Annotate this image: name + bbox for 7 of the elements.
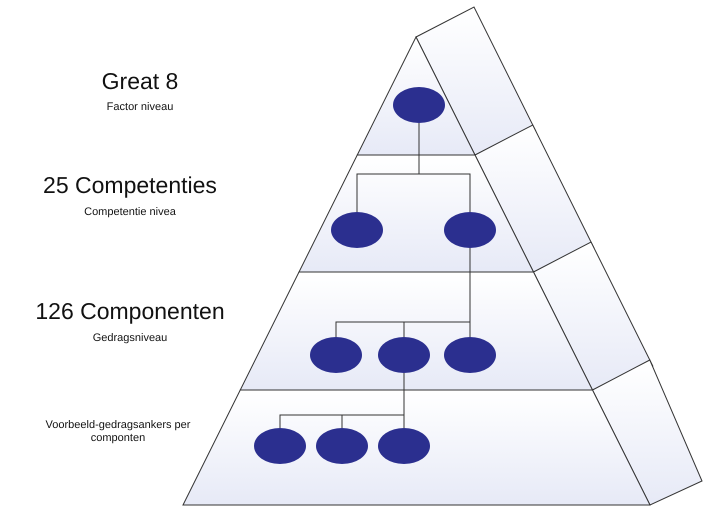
level-subtitle: Gedragsniveau	[92, 332, 168, 345]
level-heading: Great 8	[100, 68, 180, 94]
level-subtitle: Voorbeeld-gedragsankers per componten	[44, 419, 192, 444]
level-heading: 126 Componenten	[34, 298, 226, 324]
level-heading: 25 Competenties	[42, 172, 218, 198]
level-subtitle: Factor niveau	[106, 101, 174, 114]
level-subtitle: Competentie nivea	[83, 206, 177, 219]
